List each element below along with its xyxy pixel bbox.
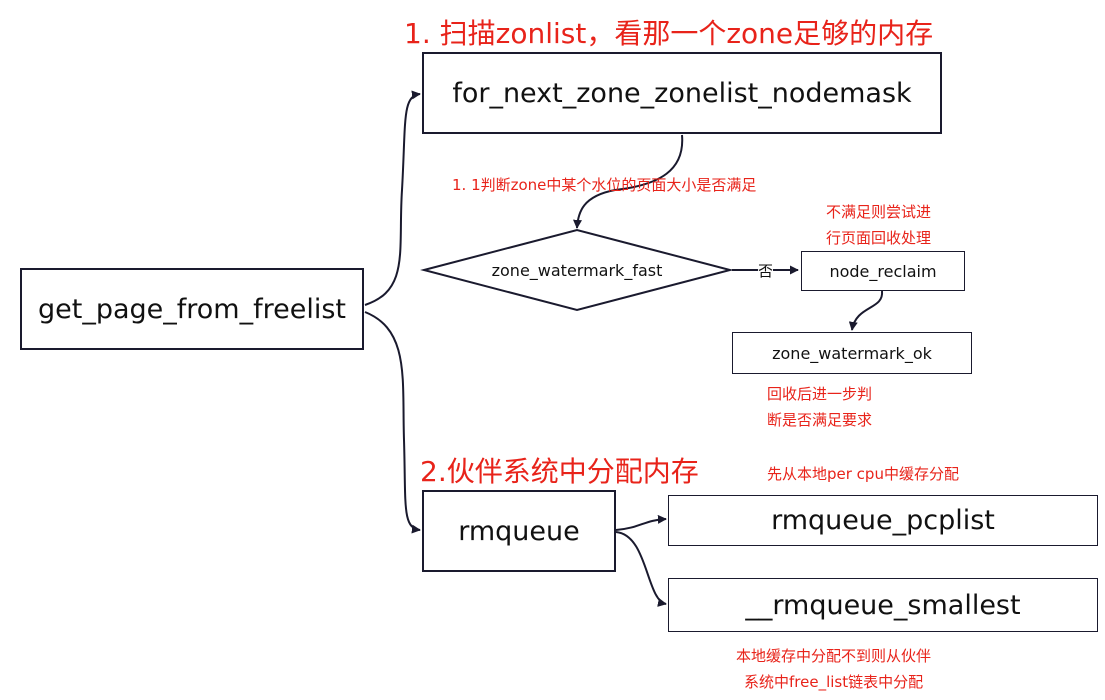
edge-getpage-to-rmqueue <box>364 311 421 534</box>
edge-label-no: 否 <box>758 260 774 281</box>
annotation-buddy-note: 本地缓存中分配不到则从伙伴 系统中free_list链表中分配 <box>736 643 931 695</box>
annotation-buddy-line-1: 本地缓存中分配不到则从伙伴 <box>736 647 932 665</box>
annotation-pcp-note: 先从本地per cpu中缓存分配 <box>767 465 959 483</box>
annotation-reclaim-note: 不满足则尝试进 行页面回收处理 <box>826 199 931 251</box>
edge-rmqueue-to-pcplist <box>615 514 667 531</box>
annotation-recheck-note: 回收后进一步判 断是否满足要求 <box>767 381 872 433</box>
annotation-reclaim-line-1: 不满足则尝试进 <box>826 203 932 221</box>
edge-getpage-to-fornext <box>364 90 421 306</box>
node-zone-watermark-fast: zone_watermark_fast <box>491 260 663 280</box>
node-node-reclaim: node_reclaim <box>801 251 965 291</box>
annotation-reclaim-line-2: 行页面回收处理 <box>826 229 932 247</box>
edge-nodereclaim-to-watermarkok <box>848 290 884 331</box>
annotation-recheck-line-2: 断是否满足要求 <box>767 411 873 429</box>
node-for-next-zone-zonelist-nodemask: for_next_zone_zonelist_nodemask <box>422 52 942 134</box>
node-rmqueue-smallest: __rmqueue_smallest <box>668 578 1098 632</box>
edge-rmqueue-to-smallest <box>615 531 667 607</box>
edge-fornext-to-watermarkfast <box>573 134 684 229</box>
annotation-recheck-line-1: 回收后进一步判 <box>767 385 873 403</box>
node-get-page-from-freelist: get_page_from_freelist <box>20 268 364 350</box>
node-rmqueue: rmqueue <box>422 490 616 572</box>
node-zone-watermark-ok: zone_watermark_ok <box>732 332 972 374</box>
annotation-buddy-line-2: 系统中free_list链表中分配 <box>744 673 924 691</box>
annotation-step1-1: 1. 1判断zone中某个水位的页面大小是否满足 <box>452 176 757 194</box>
node-rmqueue-pcplist: rmqueue_pcplist <box>668 495 1098 546</box>
annotation-step2: 2.伙伴系统中分配内存 <box>420 455 699 488</box>
annotation-step1: 1. 扫描zonlist，看那一个zone足够的内存 <box>404 17 934 50</box>
decision-diamond-shape <box>420 228 734 312</box>
